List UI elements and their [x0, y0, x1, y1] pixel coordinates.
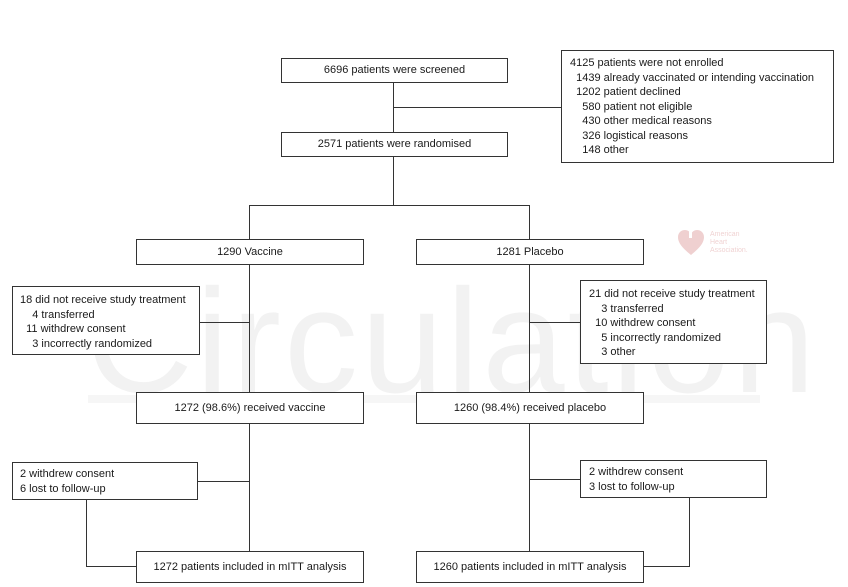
not-enrolled-item: 1439 already vaccinated or intending vac… — [570, 71, 814, 84]
connector-split-placebo — [529, 205, 531, 239]
placebo-arm-box: 1281 Placebo — [416, 239, 644, 265]
vaccine-excluded-item: 3 incorrectly randomized — [20, 337, 153, 350]
connector-vaccine-analysis — [249, 424, 251, 551]
aha-logo-text: American Heart Association. — [710, 231, 748, 255]
connector-split-horizontal — [249, 205, 530, 207]
connector-placebo-received — [529, 265, 531, 392]
vaccine-lost-box: 2 withdrew consent 6 lost to follow-up — [12, 462, 198, 500]
vaccine-excluded-item: 11 withdrew consent — [20, 323, 126, 335]
not-enrolled-item: 430 other medical reasons — [570, 115, 712, 127]
connector-placebo-lost-analysis — [643, 566, 690, 568]
connector-placebo-lost-down — [689, 497, 691, 567]
connector-vaccine-excluded — [200, 322, 250, 324]
not-enrolled-heading: 4125 patients were not enrolled — [570, 57, 724, 69]
placebo-analysis-label: 1260 patients included in mITT analysis — [433, 560, 627, 573]
not-enrolled-box: 4125 patients were not enrolled 1439 alr… — [561, 50, 834, 163]
not-enrolled-item: 326 logistical reasons — [570, 129, 689, 142]
placebo-received-label: 1260 (98.4%) received placebo — [453, 401, 607, 414]
vaccine-lost-item: 2 withdrew consent — [20, 468, 115, 480]
vaccine-excluded-item: 4 transferred — [20, 308, 95, 321]
vaccine-analysis-label: 1272 patients included in mITT analysis — [153, 560, 347, 573]
screened-box: 6696 patients were screened — [281, 58, 508, 83]
placebo-received-box: 1260 (98.4%) received placebo — [416, 392, 644, 424]
aha-word-3: Association. — [710, 247, 748, 254]
vaccine-arm-label: 1290 Vaccine — [217, 245, 283, 258]
vaccine-excluded-box: 18 did not receive study treatment 4 tra… — [12, 286, 200, 355]
aha-logo: American Heart Association. — [676, 228, 748, 258]
vaccine-lost-item: 6 lost to follow-up — [20, 482, 106, 495]
placebo-excluded-item: 10 withdrew consent — [589, 317, 696, 329]
connector-randomised-split — [393, 157, 395, 205]
heart-torch-icon — [678, 228, 704, 255]
not-enrolled-item: 1202 patient declined — [570, 86, 681, 98]
connector-split-vaccine — [249, 205, 251, 239]
vaccine-excluded-item: 18 did not receive study treatment — [20, 294, 186, 306]
screened-label: 6696 patients were screened — [323, 64, 466, 77]
aha-word-1: American — [710, 231, 740, 238]
randomised-box: 2571 patients were randomised — [281, 132, 508, 157]
connector-vaccine-lost-down — [86, 499, 88, 567]
aha-word-2: Heart — [710, 239, 728, 246]
not-enrolled-item: 148 other — [570, 144, 629, 156]
connector-vaccine-lost — [198, 481, 250, 483]
placebo-excluded-item: 21 did not receive study treatment — [589, 288, 755, 300]
placebo-arm-label: 1281 Placebo — [496, 245, 564, 258]
connector-to-not-enrolled — [393, 107, 561, 109]
connector-placebo-lost — [529, 479, 580, 481]
placebo-excluded-item: 5 incorrectly randomized — [589, 331, 722, 344]
vaccine-received-label: 1272 (98.6%) received vaccine — [174, 401, 326, 414]
vaccine-analysis-box: 1272 patients included in mITT analysis — [136, 551, 364, 583]
placebo-lost-box: 2 withdrew consent 3 lost to follow-up — [580, 460, 767, 498]
connector-placebo-excluded — [529, 322, 580, 324]
randomised-label: 2571 patients were randomised — [317, 138, 472, 151]
placebo-excluded-item: 3 transferred — [589, 302, 664, 315]
placebo-excluded-item: 3 other — [589, 346, 636, 358]
not-enrolled-item: 580 patient not eligible — [570, 100, 693, 113]
placebo-lost-item: 2 withdrew consent — [589, 466, 684, 478]
placebo-lost-item: 3 lost to follow-up — [589, 480, 675, 493]
placebo-excluded-box: 21 did not receive study treatment 3 tra… — [580, 280, 767, 364]
connector-placebo-analysis — [529, 424, 531, 551]
vaccine-received-box: 1272 (98.6%) received vaccine — [136, 392, 364, 424]
placebo-analysis-box: 1260 patients included in mITT analysis — [416, 551, 644, 583]
connector-vaccine-received — [249, 265, 251, 392]
connector-vaccine-lost-analysis — [86, 566, 136, 568]
vaccine-arm-box: 1290 Vaccine — [136, 239, 364, 265]
